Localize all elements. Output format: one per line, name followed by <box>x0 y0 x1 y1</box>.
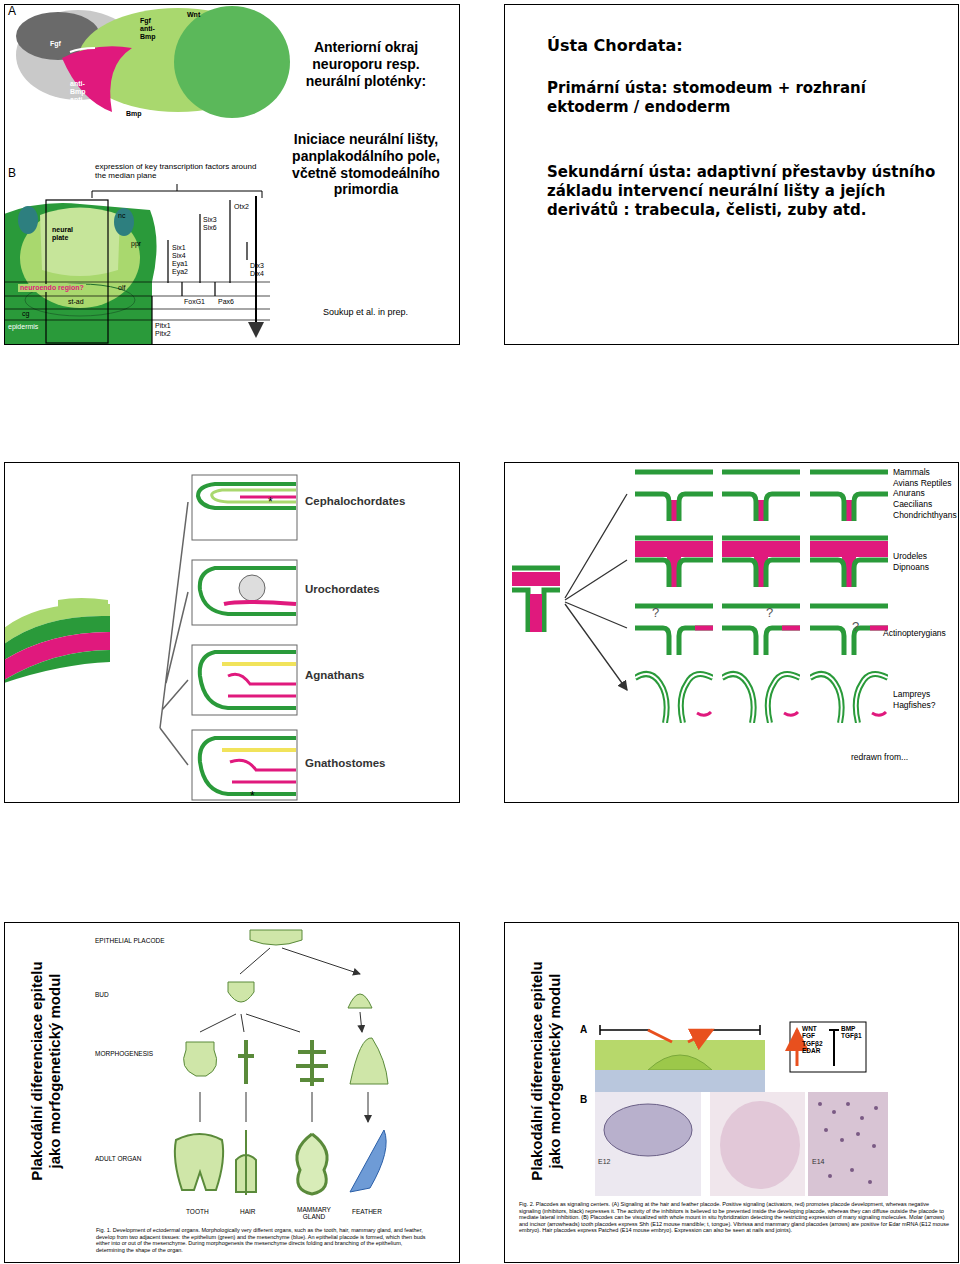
slide-panel: Plakodální diferenciace epitelu jako mor… <box>504 922 959 1263</box>
figure-label: ? <box>652 606 659 621</box>
figure-label: B <box>580 1094 587 1106</box>
figure-label: Pitx1 Pitx2 <box>155 322 171 338</box>
figure-label: nc <box>118 212 125 220</box>
figure-caption: Fig. 1. Development of ectodermal organs… <box>96 1227 426 1253</box>
slide-text: Urodeles Dipnoans <box>893 551 929 572</box>
slide-text: Iniciace neurální lišty, panplakodálního… <box>291 131 441 198</box>
slide-text: Gnathostomes <box>305 757 386 770</box>
figure-label: Fgf <box>50 40 61 48</box>
slide-text: Agnathans <box>305 669 364 682</box>
figure-label: neuroendo region? <box>18 284 86 292</box>
figure-label: Dlx3 Dlx4 <box>250 262 264 278</box>
figure-label: WNT FGF TGFβ2 EDAR <box>802 1025 823 1055</box>
figure-label: ? <box>766 606 773 621</box>
slide-text: Ústa Chordata: <box>547 37 683 55</box>
slide-panel: CephalochordatesUrochordatesAgnathansGna… <box>4 462 460 803</box>
slide-text: Urochordates <box>305 583 380 596</box>
slide-text: Soukup et al. in prep. <box>323 307 408 317</box>
slide-text: Anteriorní okraj neuroporu resp. neuráln… <box>291 39 441 89</box>
figure-label: A <box>8 5 16 19</box>
figure-label: ? <box>852 620 859 635</box>
slide-text: Primární ústa: stomodeum + rozhraní ekto… <box>547 79 937 117</box>
slide-panel: Anteriorní okraj neuroporu resp. neuráln… <box>4 4 460 345</box>
figure-label: Otx2 <box>234 203 249 211</box>
figure-label: FEATHER <box>352 1208 382 1215</box>
figure-label: E12 <box>598 1158 610 1166</box>
slide-panel: Ústa Chordata: Primární ústa: stomodeum +… <box>504 4 959 345</box>
figure-caption: Fig. 2. Placodes as signaling centers. (… <box>519 1201 951 1234</box>
vertical-title: Plakodální diferenciace epitelu jako mor… <box>528 951 564 1191</box>
figure-label: expression of key transcription factors … <box>95 163 265 181</box>
slide-text: Mammals Avians Reptiles Anurans Caecilia… <box>893 467 957 520</box>
figure-label: FoxG1 <box>184 298 205 306</box>
slide-text: Sekundární ústa: adaptivní přestavby úst… <box>547 163 952 219</box>
slide-text: Actinopterygians <box>883 629 946 639</box>
slide-text: Lampreys Hagfishes? <box>893 689 936 710</box>
figure-label: BUD <box>95 991 109 998</box>
slide-text: redrawn from... <box>851 753 908 763</box>
slide-panel: Plakodální diferenciace epitelu jako mor… <box>4 922 460 1263</box>
figure-label: B <box>8 167 16 181</box>
figure-label: MAMMARY GLAND <box>294 1206 334 1220</box>
figure-label: ppr <box>131 240 141 248</box>
figure-label: A <box>580 1024 587 1036</box>
figure-label: TOOTH <box>186 1208 209 1215</box>
figure-label: HAIR <box>240 1208 256 1215</box>
figure-label: Six3 Six6 <box>203 216 217 232</box>
figure-label: st-ad <box>68 298 84 306</box>
figure-label: EPITHELIAL PLACODE <box>95 937 164 944</box>
figure-label: ADULT ORGAN <box>95 1155 141 1162</box>
slide-panel: Mammals Avians Reptiles Anurans Caecilia… <box>504 462 959 803</box>
figure-label: Wnt <box>187 11 200 19</box>
figure-label: BMP TGFβ1 <box>841 1025 862 1040</box>
figure-label: * <box>268 496 273 510</box>
figure-label: * <box>250 790 255 804</box>
figure-label: Fgf anti-Bmp <box>140 17 156 41</box>
figure-label: Bmp <box>126 110 142 118</box>
figure-label: neural plate <box>52 226 73 242</box>
figure-label: cg <box>22 310 29 318</box>
slide-text: Cephalochordates <box>305 495 405 508</box>
vertical-title: Plakodální diferenciace epitelu jako mor… <box>28 951 64 1191</box>
figure-label: epidermis <box>8 323 38 331</box>
figure-label: Six1 Six4 Eya1 Eya2 <box>172 244 188 276</box>
figure-label: MORPHOGENESIS <box>95 1050 153 1057</box>
figure-label: Pax6 <box>218 298 234 306</box>
figure-label: anti-Bmp anti-Wnt <box>70 80 86 112</box>
figure-label: E14 <box>812 1158 824 1166</box>
figure-label: olf <box>118 284 125 292</box>
